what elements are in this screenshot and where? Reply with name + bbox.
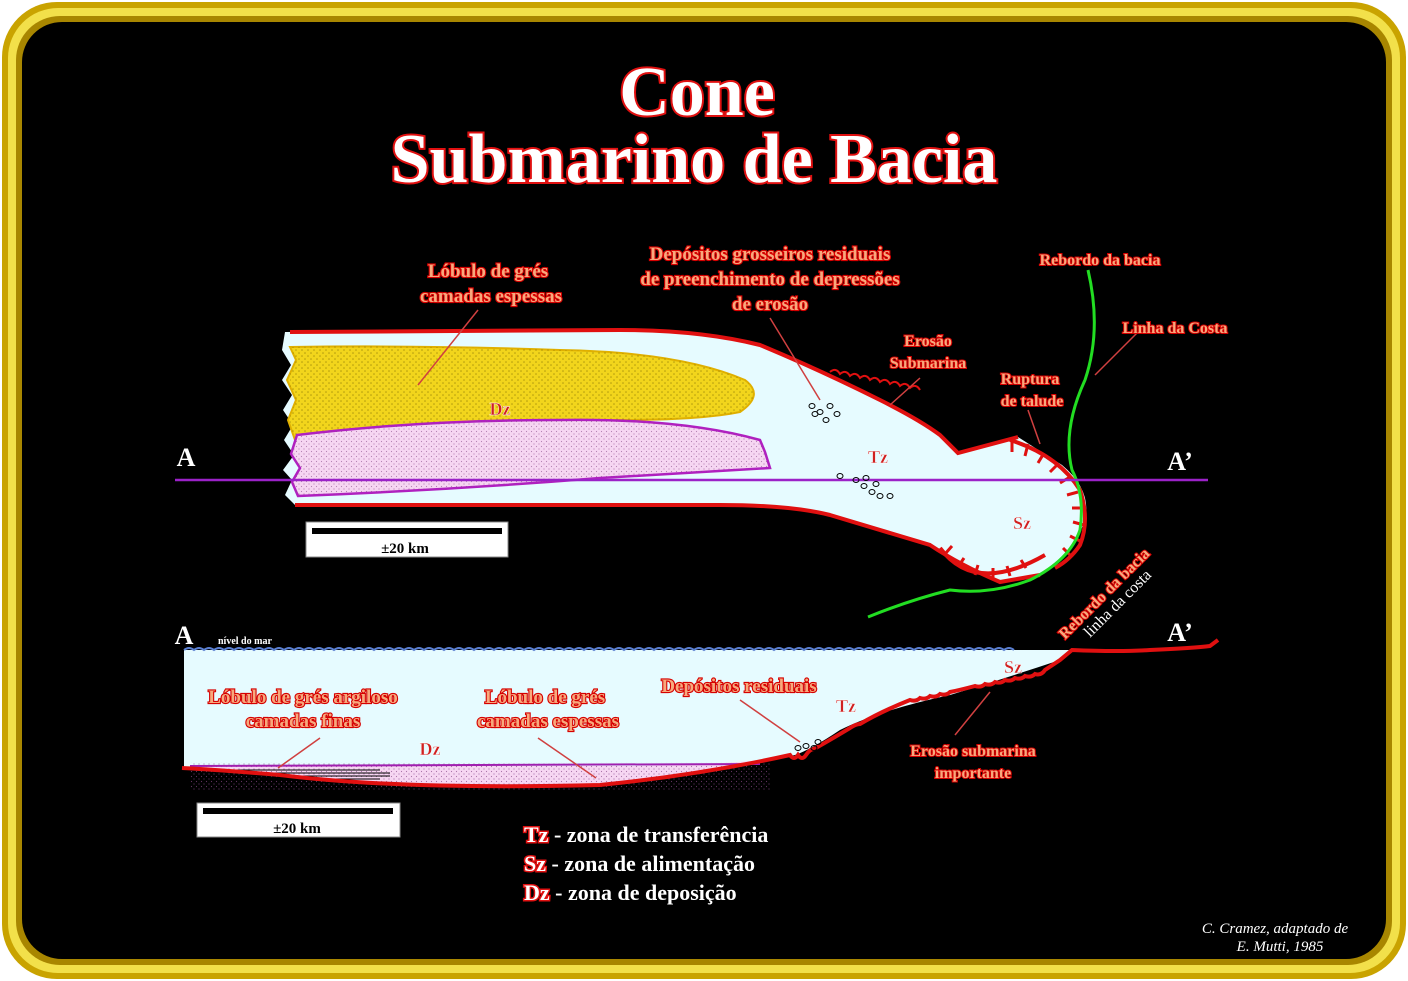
- section-erosion-1: Erosão submarina: [910, 743, 1036, 760]
- section-tz: Tz: [836, 696, 856, 716]
- legend-row-dz: Dz - zona de deposição: [524, 880, 737, 905]
- coastline: [867, 269, 1096, 619]
- sea-level: [183, 647, 1015, 652]
- section-dz: Dz: [420, 739, 441, 759]
- plan-scale-label: ±20 km: [381, 541, 429, 557]
- basin-edge-label: Rebordo da bacia: [1040, 252, 1161, 269]
- section-erosion-2: importante: [935, 765, 1011, 782]
- section-lobe-thick-1: Lóbulo de grés: [485, 687, 605, 708]
- plan-view: ±20 km Lóbulo de grés camadas espessas D…: [175, 243, 1228, 619]
- slope-break-label-2: de talude: [1001, 393, 1064, 410]
- legend-row-sz: Sz - zona de alimentação: [524, 851, 755, 876]
- section-sz: Sz: [1004, 657, 1022, 677]
- coastline-label: Linha da Costa: [1123, 320, 1228, 337]
- plan-sz: Sz: [1013, 513, 1031, 533]
- fan-bottom-margin: [295, 503, 1041, 585]
- slope-break-label-1: Ruptura: [1001, 371, 1060, 388]
- plan-scale-box: [305, 521, 509, 558]
- plan-dz: Dz: [490, 399, 511, 419]
- pebbles-top: [808, 403, 841, 423]
- lobe-thick-label-1: Lóbulo de grés: [428, 261, 548, 282]
- section-view: ±20 km A A’ nível do mar Rebordo da baci…: [175, 544, 1220, 838]
- section-residual: Depósitos residuais: [661, 676, 816, 697]
- submarine-erosion-line: [829, 368, 921, 391]
- title-line-1: Cone: [619, 54, 775, 131]
- erosion-label-2: Submarina: [890, 355, 966, 372]
- legend-row-tz: Tz - zona de transferência: [524, 822, 768, 847]
- residual-label-1: Depósitos grosseiros residuais: [650, 244, 891, 265]
- section-a-left: A: [175, 621, 194, 650]
- section-leader-lines: [277, 691, 991, 779]
- credit-line-2: E. Mutti, 1985: [1236, 939, 1324, 955]
- pebbles-section: [794, 739, 822, 751]
- section-water: [184, 650, 1070, 787]
- erosion-label-1: Erosão: [904, 333, 952, 350]
- plan-a-left: A: [177, 443, 196, 472]
- residual-label-2: de preenchimento de depressões: [640, 269, 899, 290]
- section-lobe-thin-1: Lóbulo de grés argiloso: [208, 687, 397, 708]
- section-lobe-thin-2: camadas finas: [246, 711, 361, 732]
- lobe-thick-label-2: camadas espessas: [420, 286, 562, 307]
- pebbles-mid: [836, 473, 894, 499]
- credit-line-1: C. Cramez, adaptado de: [1202, 921, 1349, 937]
- title-line-2: Submarino de Bacia: [391, 121, 998, 198]
- fan-top-margin: [289, 327, 1019, 456]
- section-lobe-thick-2: camadas espessas: [477, 711, 619, 732]
- plan-a-right: A’: [1167, 447, 1193, 476]
- sea-level-label: nível do mar: [218, 636, 272, 647]
- section-scale-label: ±20 km: [273, 821, 321, 837]
- residual-label-3: de erosão: [732, 294, 808, 315]
- legend: Tz - zona de transferência Sz - zona de …: [523, 821, 769, 907]
- sea-floor: [181, 638, 1220, 789]
- section-a-right: A’: [1167, 618, 1193, 647]
- inner-scarp-arc: [938, 546, 1046, 576]
- plan-leader-lines: [417, 309, 1139, 445]
- slope-break-arc: [1009, 438, 1087, 570]
- plan-tz: Tz: [868, 447, 888, 467]
